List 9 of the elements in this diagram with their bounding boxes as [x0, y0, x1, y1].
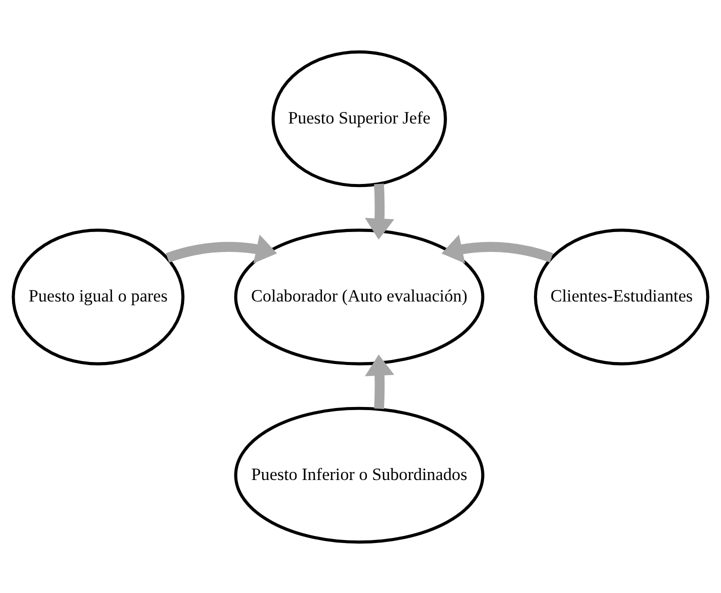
- arrow: [364, 354, 394, 408]
- node-ellipse: Clientes-Estudiantes: [534, 228, 710, 365]
- node-ellipse: Puesto Inferior o Subordinados: [234, 406, 484, 544]
- arrow: [166, 234, 278, 263]
- arrow: [364, 183, 394, 240]
- node-ellipse: Colaborador (Auto evaluación): [234, 228, 484, 365]
- node-ellipse: Puesto igual o pares: [12, 228, 184, 365]
- node-ellipse: Puesto Superior Jefe: [272, 50, 447, 187]
- arrow: [442, 234, 554, 263]
